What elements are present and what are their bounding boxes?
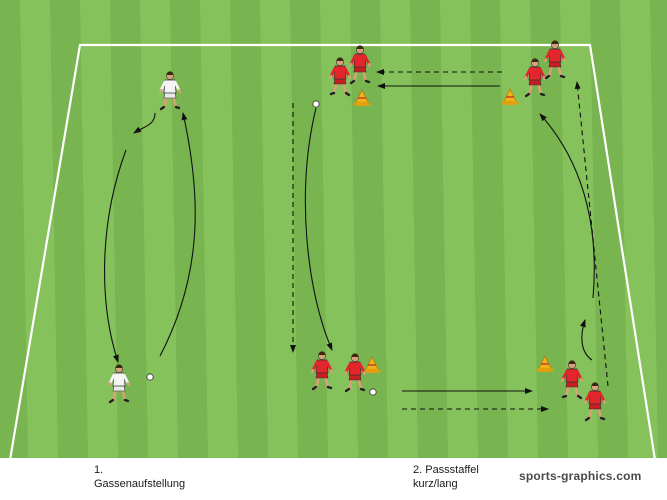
- player-red-bottom-left-a: [310, 351, 334, 391]
- cone-top-right: [501, 88, 519, 106]
- grass-stripe: [470, 0, 508, 458]
- player-white-bottom: [107, 364, 131, 404]
- grass-stripe: [410, 0, 448, 458]
- player-red-bottom-left-b: [343, 353, 367, 393]
- run-arrow-small-curve: [133, 112, 156, 134]
- right-pass-dashed: [574, 81, 609, 387]
- drill1-number: 1.: [94, 464, 104, 476]
- run-arrow-right-line: [159, 112, 196, 357]
- balls: [146, 100, 377, 396]
- drill2-label: kurz/lang: [413, 478, 458, 490]
- grass-stripe: [350, 0, 388, 458]
- right-small-curve: [579, 319, 593, 361]
- drill1-arrows: [104, 112, 196, 363]
- cone-top-left: [353, 89, 371, 107]
- right-run-curve: [539, 113, 595, 299]
- watermark: sports-graphics.com: [519, 469, 642, 483]
- ball-drill1: [146, 373, 154, 381]
- grass-stripe: [170, 0, 208, 458]
- field-boundary: [8, 43, 657, 462]
- drill2-number: 2. Passstaffel: [413, 464, 479, 476]
- grass-stripe: [110, 0, 148, 458]
- cone-bottom-right: [536, 355, 554, 373]
- grass-stripe: [230, 0, 268, 458]
- player-red-top-right-a: [523, 58, 547, 98]
- player-white-top: [158, 71, 182, 111]
- grass-stripes: [0, 0, 667, 458]
- players: [107, 40, 607, 422]
- player-red-top-left-a: [328, 57, 352, 97]
- drill2-arrows: [290, 69, 609, 412]
- player-red-top-left-b: [348, 45, 372, 85]
- player-red-bottom-right-b: [583, 382, 607, 422]
- grass-stripe: [590, 0, 628, 458]
- ball-bottom-left: [369, 388, 377, 396]
- player-red-bottom-right-a: [560, 360, 584, 400]
- grass-stripe: [50, 0, 88, 458]
- grass-stripe: [650, 0, 667, 458]
- ball-top-left: [312, 100, 320, 108]
- run-arrow-left-line: [104, 149, 127, 363]
- left-run-curve: [304, 107, 333, 351]
- grass-stripe: [290, 0, 328, 458]
- player-red-top-right-b: [543, 40, 567, 80]
- cone-bottom-left: [363, 356, 381, 374]
- cones: [353, 88, 554, 374]
- grass-stripe: [0, 0, 28, 458]
- drill1-label: Gassenaufstellung: [94, 478, 186, 490]
